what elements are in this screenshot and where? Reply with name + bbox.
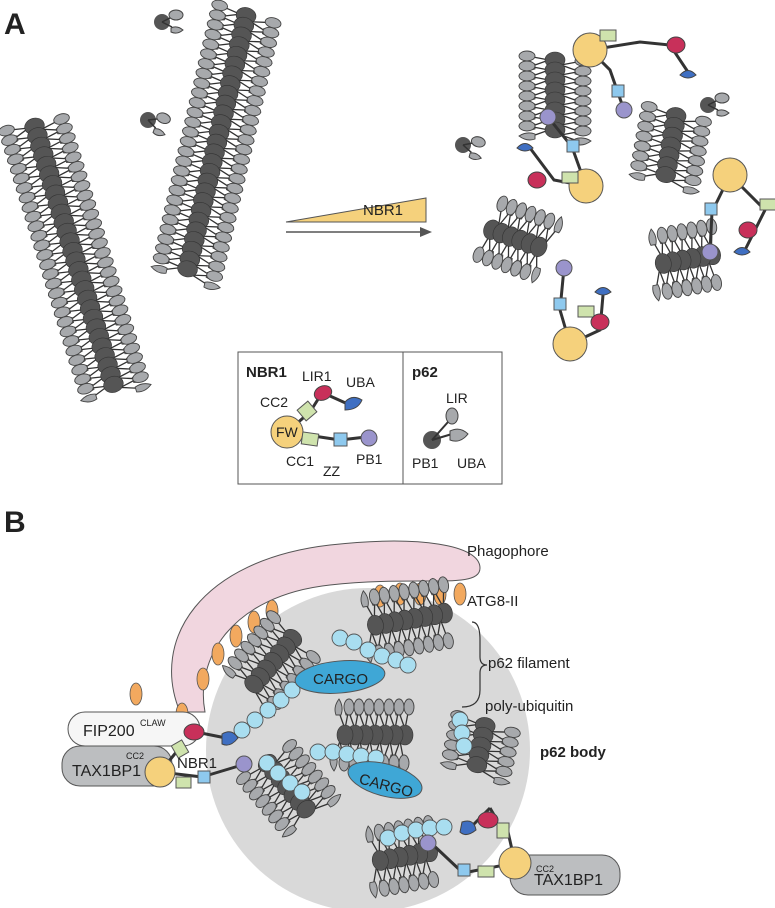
claw-label: CLAW [140,718,166,728]
lir1-domain [313,385,333,401]
p62-body-label: p62 body [540,744,607,761]
p62-pb1-label: PB1 [412,455,439,471]
phagophore [171,540,481,713]
fw-label: FW [276,424,299,440]
zz-label: ZZ [323,463,341,479]
filament-units [0,113,152,403]
p62-lir [445,407,459,425]
nbr1-complex-right: TAX1BP1 CC2 [419,806,621,896]
p62-monomer [700,92,730,117]
nbr1-complex-left: FIP200 CLAW TAX1BP1 CC2 NBR1 [61,711,253,789]
uba-label: UBA [346,374,375,390]
phagophore-label: Phagophore [467,543,549,560]
filament-bracket [461,621,488,708]
cargo [347,761,423,799]
cargo-label: CARGO [313,671,368,688]
fip200-label: FIP200 [83,723,135,740]
cc1-label: CC1 [286,453,314,469]
arrowhead [420,227,432,237]
legend: NBR1 LIR1 UBA CC2 FW CC1 ZZ PB1 p62 LIR … [237,351,503,485]
p62-monomer [154,9,184,34]
pb1-label: PB1 [356,451,383,467]
p62-filament [150,0,282,290]
cc2-domain [296,400,318,422]
p62-filaments-body [221,576,521,899]
p62-lir-label: LIR [446,390,468,406]
panel-a-label: A [4,8,26,41]
poly-ubiquitin-label: poly-ubiquitin [485,698,573,715]
zz-domain [333,432,348,447]
filament-units [150,0,282,290]
uba-domain [344,396,363,411]
cc2-label: CC2 [536,864,554,874]
p62-filament-label: p62 filament [488,655,571,672]
p62-monomer [455,132,488,162]
p62-filament [0,113,152,403]
tax1bp1-label: TAX1BP1 [534,872,603,889]
legend-p62-title: p62 [412,364,438,381]
cc1-domain [300,431,320,447]
cc2-label: CC2 [126,751,144,761]
p62-uba [449,428,469,442]
nbr1-gradient-label: NBR1 [363,202,403,219]
cargo [294,660,386,694]
p62-uba-label: UBA [457,455,486,471]
cc2-label: CC2 [260,394,288,410]
panel-b-label: B [4,506,26,539]
legend-nbr1-title: NBR1 [246,364,287,381]
tax1bp1-label: TAX1BP1 [72,763,141,780]
nbr1-proteins [516,29,775,362]
nbr1-label: NBR1 [177,755,217,772]
nbr1-gradient-wedge [285,197,427,223]
pb1-domain [360,429,378,447]
atg8-label: ATG8-II [467,593,518,610]
nbr1-fw [144,756,176,788]
lir1-label: LIR1 [302,368,332,384]
p62-monomer [140,107,173,139]
